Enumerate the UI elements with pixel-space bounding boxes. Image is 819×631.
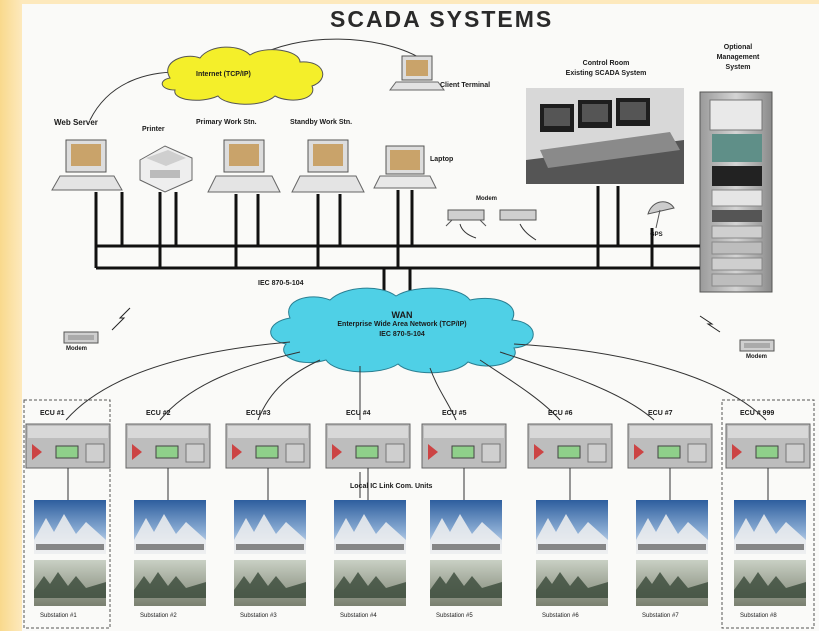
- management-rack-icon: [699, 91, 773, 293]
- gps-label: GPS: [650, 232, 663, 238]
- laptop-label: Laptop: [430, 156, 454, 163]
- modem-top-left-icon: [445, 209, 487, 227]
- ecu-label: ECU #7: [648, 410, 673, 417]
- modem-top-label: Modem: [476, 196, 497, 202]
- substation-label: Substation #6: [542, 613, 579, 619]
- ecu-label: ECU #4: [346, 410, 371, 417]
- substation-label: Substation #2: [140, 613, 177, 619]
- ecu-unit: [25, 423, 111, 606]
- ecu-unit: [627, 423, 713, 606]
- web-server-icon: [51, 139, 123, 191]
- control-room-photo: [526, 88, 684, 184]
- gps-dish-icon: [647, 201, 675, 229]
- substation-label: Substation #5: [436, 613, 473, 619]
- management-label-2: Management: [716, 54, 760, 61]
- ecu-label: ECU #6: [548, 410, 573, 417]
- client-terminal-icon: [389, 55, 445, 91]
- modem-top-right-icon: [499, 209, 537, 221]
- laptop-icon: [373, 145, 437, 189]
- substation-label: Substation #4: [340, 613, 377, 619]
- wan-line1: Enterprise Wide Area Network (TCP/IP): [337, 321, 467, 328]
- diagram-title: SCADA SYSTEMS: [330, 6, 554, 32]
- ecu-unit: [421, 423, 507, 606]
- control-room-label-2: Existing SCADA System: [565, 70, 647, 77]
- ecu-label: ECU # 999: [740, 410, 775, 417]
- ecu-group-left: [23, 399, 111, 629]
- substation-label: Substation #7: [642, 613, 679, 619]
- wan-line2: IEC 870-5-104: [379, 331, 425, 338]
- local-link-label: Local IC Link Com. Units: [350, 483, 433, 490]
- primary-workstation-label: Primary Work Stn.: [196, 119, 257, 126]
- ecu-label: ECU #2: [146, 410, 171, 417]
- top-bus: [94, 186, 700, 300]
- modem-left-label: Modem: [66, 346, 87, 352]
- ecu-layer: [25, 423, 811, 606]
- wan-cloud: [270, 287, 534, 374]
- ecu-label: ECU #3: [246, 410, 271, 417]
- substation-label: Substation #1: [40, 613, 77, 619]
- client-terminal-label: Client Terminal: [440, 82, 491, 89]
- management-label-1: Optional: [723, 44, 753, 51]
- printer-icon: [139, 145, 193, 193]
- control-room-label-1: Control Room: [582, 60, 630, 67]
- bus-protocol-label: IEC 870-5-104: [258, 280, 304, 287]
- ecu-unit: [325, 423, 411, 606]
- internet-cloud: [161, 46, 324, 105]
- wireless-right: [699, 315, 721, 333]
- printer-label: Printer: [142, 126, 165, 133]
- wan-fanout: [65, 341, 767, 421]
- internet-label: Internet (TCP/IP): [196, 71, 251, 78]
- modem-left-icon: [63, 331, 99, 344]
- modem-right-label: Modem: [746, 354, 767, 360]
- modem-right-icon: [739, 339, 775, 352]
- wireless-left: [111, 307, 131, 331]
- wan-title: WAN: [391, 310, 413, 320]
- standby-workstation-label: Standby Work Stn.: [290, 119, 353, 126]
- substation-label: Substation #8: [740, 613, 777, 619]
- link-webserver-internet: [89, 71, 179, 121]
- standby-workstation-icon: [291, 139, 365, 193]
- substation-label: Substation #3: [240, 613, 277, 619]
- ecu-unit: [725, 423, 811, 606]
- management-label-3: System: [725, 64, 751, 71]
- ecu-label: ECU #5: [442, 410, 467, 417]
- primary-workstation-icon: [207, 139, 281, 193]
- ecu-unit: [527, 423, 613, 606]
- ecu-label: ECU #1: [40, 410, 65, 417]
- web-server-label: Web Server: [54, 118, 98, 127]
- ecu-unit: [225, 423, 311, 606]
- ecu-unit: [125, 423, 211, 606]
- ecu-group-right: [721, 399, 815, 629]
